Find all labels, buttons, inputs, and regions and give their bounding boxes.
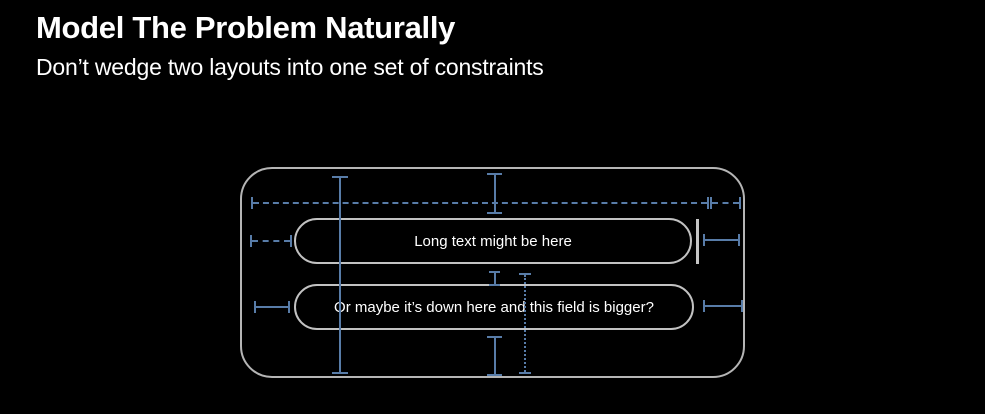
text-field-top: Long text might be here <box>294 218 692 264</box>
text-field-bottom: Or maybe it’s down here and this field i… <box>294 284 694 330</box>
text-field-top-label: Long text might be here <box>414 232 572 250</box>
page-subtitle: Don’t wedge two layouts into one set of … <box>36 54 544 80</box>
leading-margin-beam-bottom <box>254 301 290 313</box>
vertical-gap-beam <box>489 271 500 286</box>
trailing-margin-dashed-beam <box>710 197 741 209</box>
text-field-bottom-label: Or maybe it’s down here and this field i… <box>334 298 654 316</box>
width-constraint-dashed-beam <box>251 197 709 209</box>
page-title: Model The Problem Naturally <box>36 10 456 45</box>
layout-canvas: Long text might be here Or maybe it’s do… <box>240 167 745 378</box>
full-height-constraint-beam <box>332 176 348 374</box>
trailing-margin-beam-bottom <box>703 300 743 312</box>
bottom-spacing-beam <box>487 336 502 376</box>
trailing-margin-beam-top <box>703 234 740 246</box>
leading-margin-dashed-beam <box>250 235 292 247</box>
trailing-edge-bar <box>696 219 699 264</box>
top-spacing-beam <box>487 173 502 214</box>
height-constraint-dotted-beam <box>519 273 531 374</box>
